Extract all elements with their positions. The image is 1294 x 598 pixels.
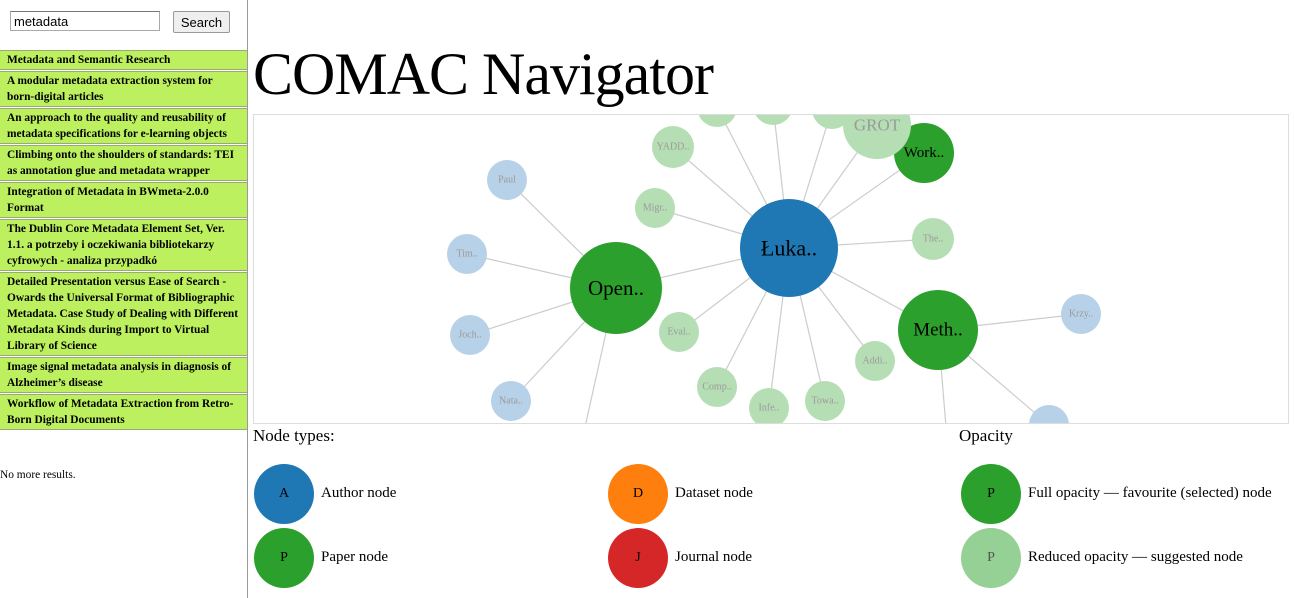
sidebar: Search Metadata and Semantic Research A …	[0, 0, 248, 598]
search-button[interactable]: Search	[173, 11, 230, 33]
node-circle[interactable]	[570, 242, 662, 334]
node-label: GROT	[854, 116, 901, 135]
node-label: Paul	[498, 175, 516, 186]
page-title: COMAC Navigator	[253, 41, 714, 107]
node-label: Krzy..	[1069, 309, 1093, 320]
node-label: Towa..	[811, 396, 838, 407]
node-label: Comp..	[702, 382, 731, 393]
node-circle[interactable]	[812, 115, 852, 129]
node-circle[interactable]	[697, 367, 737, 407]
graph-node-nata[interactable]: Nata..	[491, 381, 531, 421]
result-item[interactable]: The Dublin Core Metadata Element Set, Ve…	[0, 219, 247, 271]
node-circle[interactable]	[912, 218, 954, 260]
graph-canvas[interactable]: Łuka.. Open.. Meth.. Work..GROT YADD.. Migr..…	[254, 115, 1289, 424]
legend-label: Reduced opacity — suggested node	[1028, 549, 1243, 565]
node-label: Tim..	[456, 249, 477, 260]
graph-node-top1[interactable]	[697, 115, 737, 127]
search-results-list: Metadata and Semantic Research A modular…	[0, 50, 247, 431]
reduced-opacity-swatch: P	[961, 528, 1021, 588]
node-circle[interactable]	[491, 381, 531, 421]
result-item[interactable]: Climbing onto the shoulders of standards…	[0, 145, 247, 181]
node-label: The..	[923, 234, 944, 245]
node-circle[interactable]	[652, 126, 694, 168]
node-label: YADD..	[657, 142, 690, 153]
result-item[interactable]: Image signal metadata analysis in diagno…	[0, 357, 247, 393]
node-circle[interactable]	[447, 234, 487, 274]
graph-node-paul[interactable]: Paul	[487, 160, 527, 200]
node-label: Eval..	[667, 327, 690, 338]
node-circle[interactable]	[855, 341, 895, 381]
graph-node-work[interactable]: Work..	[894, 123, 954, 183]
node-circle[interactable]	[753, 115, 793, 125]
graph-node-top2[interactable]	[753, 115, 793, 125]
legend-label: Author node	[321, 485, 397, 501]
graph-node-open[interactable]: Open..	[570, 242, 662, 334]
result-item[interactable]: An approach to the quality and reusabili…	[0, 108, 247, 144]
legend-label: Paper node	[321, 549, 389, 565]
node-circle[interactable]	[659, 312, 699, 352]
graph-node-migr[interactable]: Migr..	[635, 188, 675, 228]
node-label: Joch..	[458, 330, 481, 341]
graph-node-top3[interactable]	[812, 115, 852, 129]
node-label: Open..	[588, 276, 644, 300]
node-circle[interactable]	[697, 115, 737, 127]
node-label: Work..	[904, 145, 944, 161]
node-types-heading: Node types:	[253, 426, 335, 445]
result-item[interactable]: Workflow of Metadata Extraction from Ret…	[0, 394, 247, 430]
result-item[interactable]: Integration of Metadata in BWmeta-2.0.0 …	[0, 182, 247, 218]
graph-node-yadd[interactable]: YADD..	[652, 126, 694, 168]
node-circle[interactable]	[805, 381, 845, 421]
node-circle[interactable]	[635, 188, 675, 228]
graph-node-meth[interactable]: Meth..	[898, 290, 978, 370]
node-circle[interactable]	[487, 160, 527, 200]
search-input[interactable]	[10, 11, 160, 31]
node-circle[interactable]	[1029, 405, 1069, 424]
node-circle[interactable]	[749, 388, 789, 424]
graph-node-the[interactable]: The..	[912, 218, 954, 260]
full-opacity-swatch: P	[961, 464, 1021, 524]
graph-node-tim[interactable]: Tim..	[447, 234, 487, 274]
no-more-results-text: No more results.	[0, 469, 76, 481]
node-circle[interactable]	[450, 315, 490, 355]
result-item[interactable]: Metadata and Semantic Research	[0, 50, 247, 70]
legend-label: Dataset node	[675, 485, 753, 501]
graph-node-bauth[interactable]	[1029, 405, 1069, 424]
node-label: Łuka..	[761, 236, 817, 261]
paper-node-swatch: P	[254, 528, 314, 588]
graph-panel[interactable]: Łuka.. Open.. Meth.. Work..GROT YADD.. Migr..…	[253, 114, 1289, 424]
legend-label: Full opacity — favourite (selected) node	[1028, 485, 1272, 501]
author-node-swatch: A	[254, 464, 314, 524]
graph-node-addi[interactable]: Addi..	[855, 341, 895, 381]
graph-node-infe[interactable]: Infe..	[749, 388, 789, 424]
node-circle[interactable]	[894, 123, 954, 183]
result-item[interactable]: A modular metadata extraction system for…	[0, 71, 247, 107]
graph-node-joch[interactable]: Joch..	[450, 315, 490, 355]
node-label: Addi..	[863, 356, 888, 367]
graph-node-luka[interactable]: Łuka..	[740, 199, 838, 297]
legend-label: Journal node	[675, 549, 753, 565]
node-circle[interactable]	[898, 290, 978, 370]
graph-node-grot[interactable]: GROT	[843, 115, 911, 159]
dataset-node-swatch: D	[608, 464, 668, 524]
node-circle[interactable]	[740, 199, 838, 297]
node-circle[interactable]	[843, 115, 911, 159]
node-label: Migr..	[643, 203, 667, 214]
graph-node-eval[interactable]: Eval..	[659, 312, 699, 352]
graph-node-towa[interactable]: Towa..	[805, 381, 845, 421]
graph-node-comp[interactable]: Comp..	[697, 367, 737, 407]
node-circle[interactable]	[1061, 294, 1101, 334]
node-label: Meth..	[913, 320, 963, 341]
node-label: Nata..	[499, 396, 523, 407]
node-label: Infe..	[758, 403, 779, 414]
journal-node-swatch: J	[608, 528, 668, 588]
graph-node-krzy[interactable]: Krzy..	[1061, 294, 1101, 334]
result-item[interactable]: Detailed Presentation versus Ease of Sea…	[0, 272, 247, 356]
opacity-heading: Opacity	[959, 426, 1013, 445]
